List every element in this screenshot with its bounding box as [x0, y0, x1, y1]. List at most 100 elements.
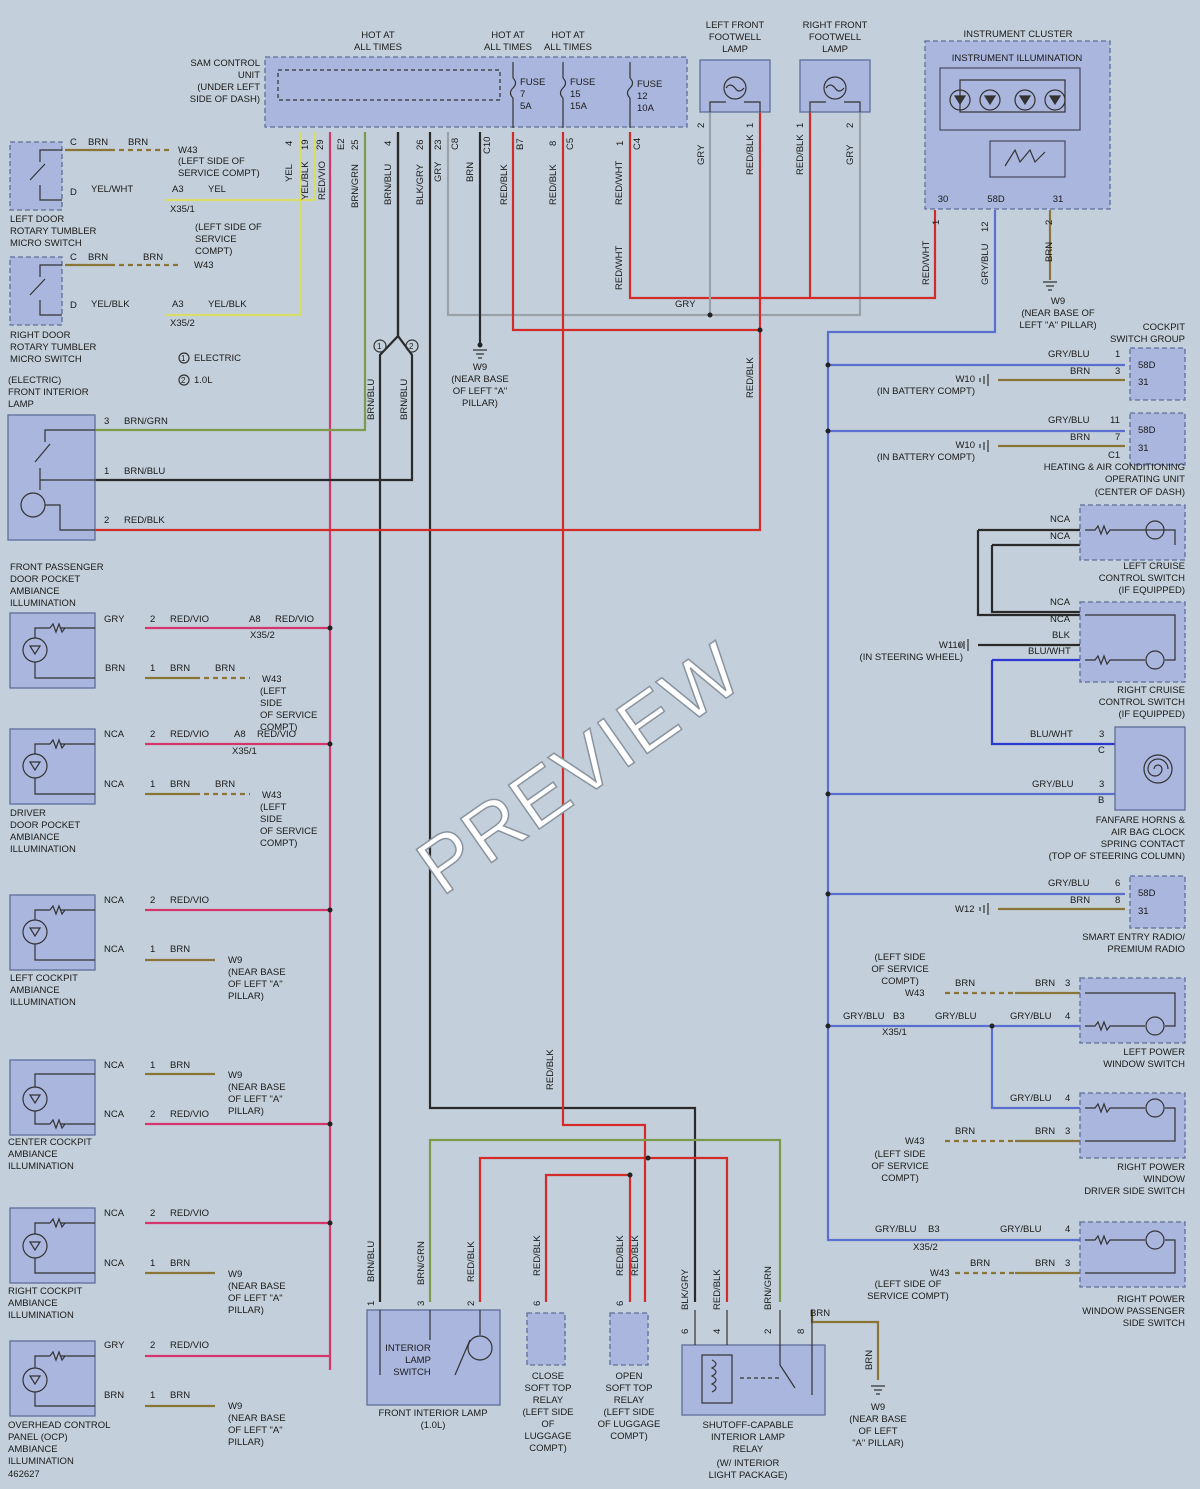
svg-text:LUGGAGE: LUGGAGE: [525, 1431, 572, 1442]
wire-lcr-nca4: [990, 545, 1085, 614]
svg-text:FRONT INTERIOR LAMP: FRONT INTERIOR LAMP: [378, 1408, 487, 1419]
svg-text:SWITCH GROUP: SWITCH GROUP: [1110, 334, 1185, 345]
svg-text:W9: W9: [1051, 296, 1065, 307]
svg-text:8: 8: [548, 141, 559, 146]
svg-text:GRY/BLU: GRY/BLU: [875, 1224, 917, 1235]
svg-text:GRY/BLU: GRY/BLU: [1048, 878, 1090, 889]
svg-text:RIGHT POWER: RIGHT POWER: [1117, 1294, 1185, 1305]
svg-text:GRY/BLU: GRY/BLU: [1010, 1093, 1052, 1104]
svg-text:OF: OF: [541, 1419, 554, 1430]
svg-text:(NEAR BASE: (NEAR BASE: [228, 1082, 286, 1093]
svg-text:BRN: BRN: [170, 1258, 190, 1269]
svg-text:SERVICE COMPT): SERVICE COMPT): [867, 1291, 949, 1302]
svg-text:COCKPIT: COCKPIT: [1143, 322, 1185, 333]
svg-text:RED/BLK: RED/BLK: [466, 1241, 477, 1282]
svg-text:RIGHT POWER: RIGHT POWER: [1117, 1162, 1185, 1173]
svg-text:GRY/BLU: GRY/BLU: [1010, 1011, 1052, 1022]
svg-text:ALL TIMES: ALL TIMES: [484, 42, 532, 53]
svg-text:HOT AT: HOT AT: [491, 30, 525, 41]
left-cockpit-illumination: LEFT COCKPIT AMBIANCE ILLUMINATION NCA 2…: [9, 894, 286, 1008]
svg-text:RELAY: RELAY: [733, 1444, 764, 1455]
svg-text:W9: W9: [228, 1269, 242, 1280]
svg-text:DOOR POCKET: DOOR POCKET: [10, 574, 80, 585]
svg-text:RED/VIO: RED/VIO: [170, 614, 209, 625]
svg-text:BRN/BLU: BRN/BLU: [383, 164, 394, 205]
svg-text:X35/2: X35/2: [170, 318, 195, 329]
svg-text:FRONT INTERIOR: FRONT INTERIOR: [8, 387, 89, 398]
svg-text:(IF EQUIPPED): (IF EQUIPPED): [1118, 709, 1185, 720]
splice-dots: [327, 312, 995, 1226]
svg-text:2: 2: [763, 1329, 774, 1334]
wire-yel-blk: [165, 132, 317, 202]
svg-text:ALL TIMES: ALL TIMES: [354, 42, 402, 53]
svg-text:(NEAR BASE: (NEAR BASE: [228, 1281, 286, 1292]
svg-text:INTERIOR LAMP: INTERIOR LAMP: [711, 1432, 785, 1443]
svg-text:RED/BLK: RED/BLK: [745, 357, 756, 398]
svg-text:(LEFT SIDE: (LEFT SIDE: [874, 1149, 925, 1160]
svg-text:INTERIOR: INTERIOR: [385, 1343, 431, 1354]
svg-text:W43: W43: [930, 1268, 950, 1279]
svg-text:2: 2: [845, 123, 856, 128]
hot-at-all-times-labels: HOT AT ALL TIMES HOT AT ALL TIMES HOT AT…: [354, 30, 592, 53]
svg-text:GRY: GRY: [845, 144, 856, 165]
svg-text:BLK/GRY: BLK/GRY: [415, 163, 426, 205]
legend: 1 ELECTRIC 2 1.0L 1 2: [178, 339, 419, 386]
svg-text:W9: W9: [228, 955, 242, 966]
svg-text:BRN/GRN: BRN/GRN: [124, 416, 168, 427]
left-power-window-switch: BRN BRN 3 GRY/BLU B3 X35/1 GRY/BLU GRY/B…: [843, 952, 1186, 1070]
svg-text:1: 1: [181, 354, 186, 363]
svg-text:OPERATING UNIT: OPERATING UNIT: [1105, 474, 1185, 485]
smart-entry-radio: 58D 31 GRY/BLU 6 BRN 8 W12 SMART ENTRY R…: [955, 875, 1186, 955]
svg-text:CLOSE: CLOSE: [532, 1371, 564, 1382]
svg-text:2: 2: [150, 1208, 155, 1219]
svg-text:B3: B3: [928, 1224, 940, 1235]
cockpit-switch-group: COCKPIT SWITCH GROUP 58D 31 GRY/BLU 1 BR…: [877, 322, 1186, 401]
svg-text:4: 4: [1065, 1011, 1070, 1022]
svg-text:E2: E2: [336, 138, 347, 150]
svg-text:BLU/WHT: BLU/WHT: [1028, 646, 1071, 657]
left-door-micro-switch: LEFT DOOR ROTARY TUMBLER MICRO SWITCH C …: [9, 137, 260, 249]
svg-text:NCA: NCA: [104, 944, 125, 955]
svg-text:COMPT): COMPT): [881, 976, 918, 987]
svg-text:BRN: BRN: [128, 137, 148, 148]
open-soft-top-relay: OPEN SOFT TOP RELAY (LEFT SIDE OF LUGGAG…: [545, 1049, 660, 1442]
svg-text:ILLUMINATION: ILLUMINATION: [8, 1310, 74, 1321]
svg-text:RIGHT FRONT: RIGHT FRONT: [803, 20, 868, 31]
svg-text:23: 23: [433, 139, 444, 150]
svg-text:CONTROL SWITCH: CONTROL SWITCH: [1099, 697, 1185, 708]
right-cockpit-illumination: RIGHT COCKPIT AMBIANCE ILLUMINATION NCA …: [8, 1207, 286, 1321]
svg-text:NCA: NCA: [1050, 531, 1071, 542]
svg-text:OVERHEAD CONTROL: OVERHEAD CONTROL: [8, 1420, 110, 1431]
svg-text:W9: W9: [871, 1402, 885, 1413]
svg-text:(IN BATTERY COMPT): (IN BATTERY COMPT): [877, 452, 975, 463]
svg-text:COMPT): COMPT): [881, 1173, 918, 1184]
svg-text:(LEFT SIDE: (LEFT SIDE: [603, 1407, 654, 1418]
shutoff-capable-interior-lamp-relay: SHUTOFF-CAPABLE INTERIOR LAMP RELAY (W/ …: [680, 1266, 907, 1481]
svg-text:BRN/GRN: BRN/GRN: [763, 1266, 774, 1310]
svg-text:4: 4: [712, 1329, 723, 1334]
svg-text:OF LEFT "A": OF LEFT "A": [228, 1425, 283, 1436]
svg-text:W9: W9: [228, 1401, 242, 1412]
svg-text:12: 12: [980, 221, 991, 232]
wire-gry-bus: [446, 112, 862, 317]
svg-text:FUSE: FUSE: [520, 77, 545, 88]
svg-text:LEFT COCKPIT: LEFT COCKPIT: [10, 973, 78, 984]
svg-text:RED/BLK: RED/BLK: [630, 1235, 641, 1276]
svg-text:26: 26: [415, 139, 426, 150]
svg-text:NCA: NCA: [104, 779, 125, 790]
svg-text:1: 1: [615, 141, 626, 146]
svg-text:2: 2: [466, 1301, 477, 1306]
svg-text:1: 1: [377, 342, 382, 351]
wire-gry-blu-bus: [826, 210, 1085, 1242]
svg-text:BLU/WHT: BLU/WHT: [1030, 729, 1073, 740]
svg-text:B: B: [1098, 795, 1104, 806]
svg-text:15: 15: [570, 89, 581, 100]
svg-text:(TOP OF STEERING COLUMN): (TOP OF STEERING COLUMN): [1049, 851, 1185, 862]
svg-text:WINDOW: WINDOW: [1143, 1174, 1185, 1185]
svg-text:1: 1: [931, 220, 942, 225]
right-footwell-lamp: RIGHT FRONT FOOTWELL LAMP: [799, 20, 871, 113]
svg-text:ILLUMINATION: ILLUMINATION: [8, 1161, 74, 1172]
svg-text:OF LEFT "A": OF LEFT "A": [228, 1094, 283, 1105]
